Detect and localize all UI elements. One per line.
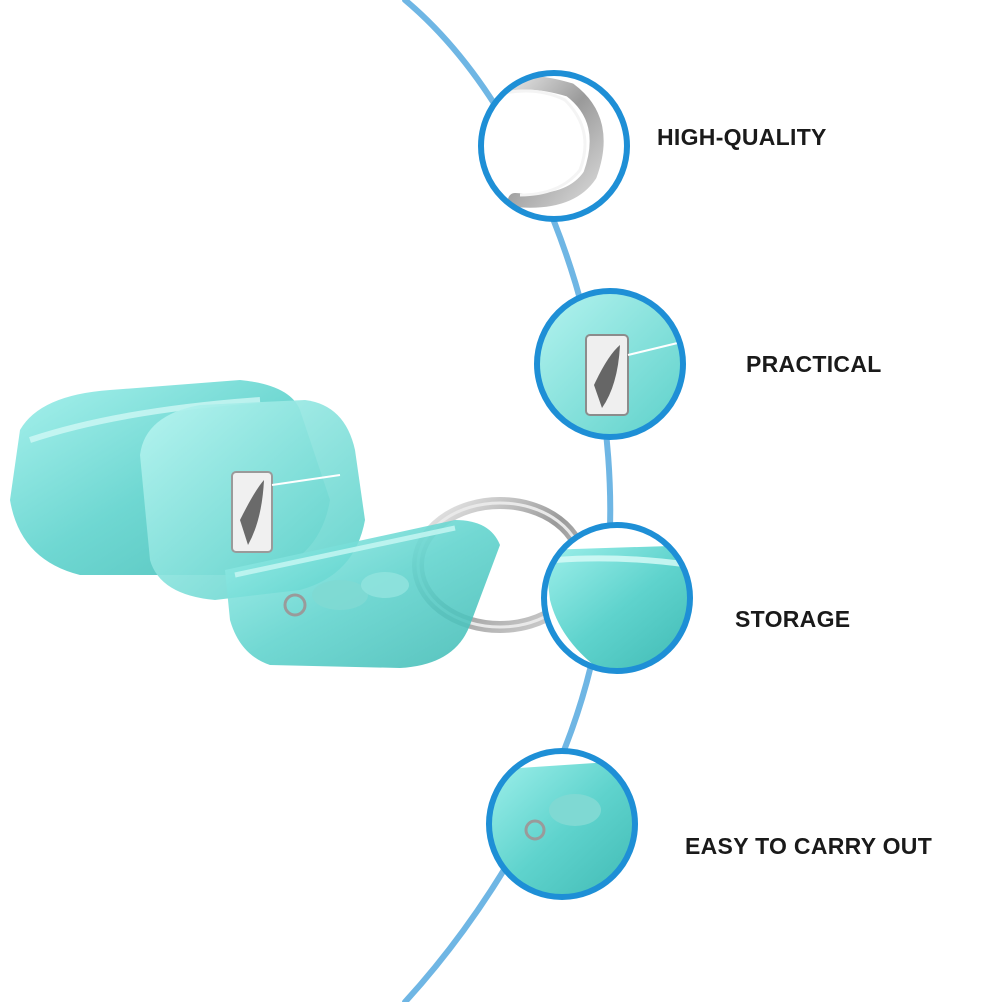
- floss-case-keychain-photo: [10, 380, 588, 668]
- feature-label-easy-to-carry-out: EASY TO CARRY OUT: [685, 833, 933, 859]
- case-edge-closeup-icon: [544, 545, 690, 670]
- feature-label-storage: STORAGE: [735, 606, 851, 632]
- feature-label-practical: PRACTICAL: [746, 351, 882, 377]
- floss-cutter-closeup-icon: [537, 291, 683, 437]
- feature-circle-practical: [534, 288, 686, 440]
- feature-label-high-quality: HIGH-QUALITY: [657, 124, 827, 150]
- feature-circle-storage: [541, 522, 693, 674]
- case-interior-closeup-icon: [489, 760, 635, 897]
- feature-circle-high-quality: [478, 70, 630, 222]
- key-ring-closeup-icon: [483, 75, 604, 208]
- feature-circle-easy-to-carry-out: [486, 748, 638, 900]
